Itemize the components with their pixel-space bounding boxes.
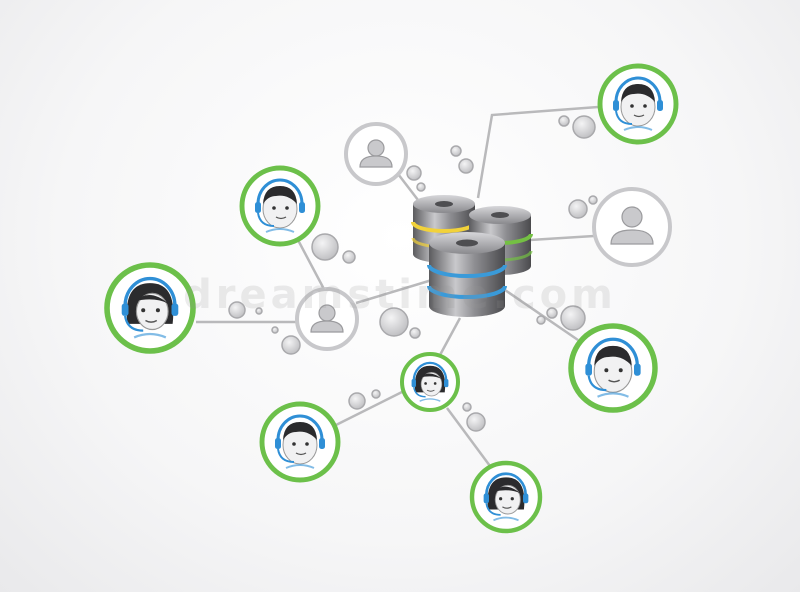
support-agent-nodes xyxy=(104,63,679,534)
link-server-user-right xyxy=(529,234,595,242)
server-unit-front xyxy=(427,232,507,317)
support-agent-icon xyxy=(585,337,641,398)
agent-right-node[interactable] xyxy=(568,323,658,413)
agent-upper-left-node[interactable] xyxy=(239,165,321,247)
user-silhouette-icon xyxy=(359,139,393,168)
support-agent-icon xyxy=(275,414,325,469)
user-node-center[interactable] xyxy=(295,287,359,351)
database-server-icon[interactable] xyxy=(411,195,533,317)
user-silhouette-icon xyxy=(310,304,344,333)
support-agent-icon xyxy=(255,178,305,233)
support-agent-icon xyxy=(121,276,179,339)
link-agent-center-agent-bottom xyxy=(445,407,492,467)
support-agent-icon xyxy=(411,361,449,402)
user-node-right[interactable] xyxy=(592,187,672,267)
link-server-user-center xyxy=(355,278,433,305)
agent-bottom-node[interactable] xyxy=(469,460,543,534)
decorative-bubbles xyxy=(228,115,598,432)
link-server-agent-center xyxy=(438,317,462,356)
support-agent-icon xyxy=(483,472,529,522)
agent-bottom-left-node[interactable] xyxy=(259,401,341,483)
user-silhouette-icon xyxy=(610,206,654,245)
link-agent-center-agent-bottom-left xyxy=(335,390,403,427)
link-user-center-agent-upper-left xyxy=(296,239,327,292)
agent-center-small-node[interactable] xyxy=(400,352,460,412)
support-agent-icon xyxy=(613,76,663,131)
connection-lines xyxy=(196,105,599,467)
link-server-agent-right xyxy=(504,288,579,342)
user-node-top[interactable] xyxy=(344,122,408,186)
agent-top-right-node[interactable] xyxy=(597,63,679,145)
agent-left-node[interactable] xyxy=(104,262,196,354)
link-server-agent-top-right xyxy=(476,105,599,199)
